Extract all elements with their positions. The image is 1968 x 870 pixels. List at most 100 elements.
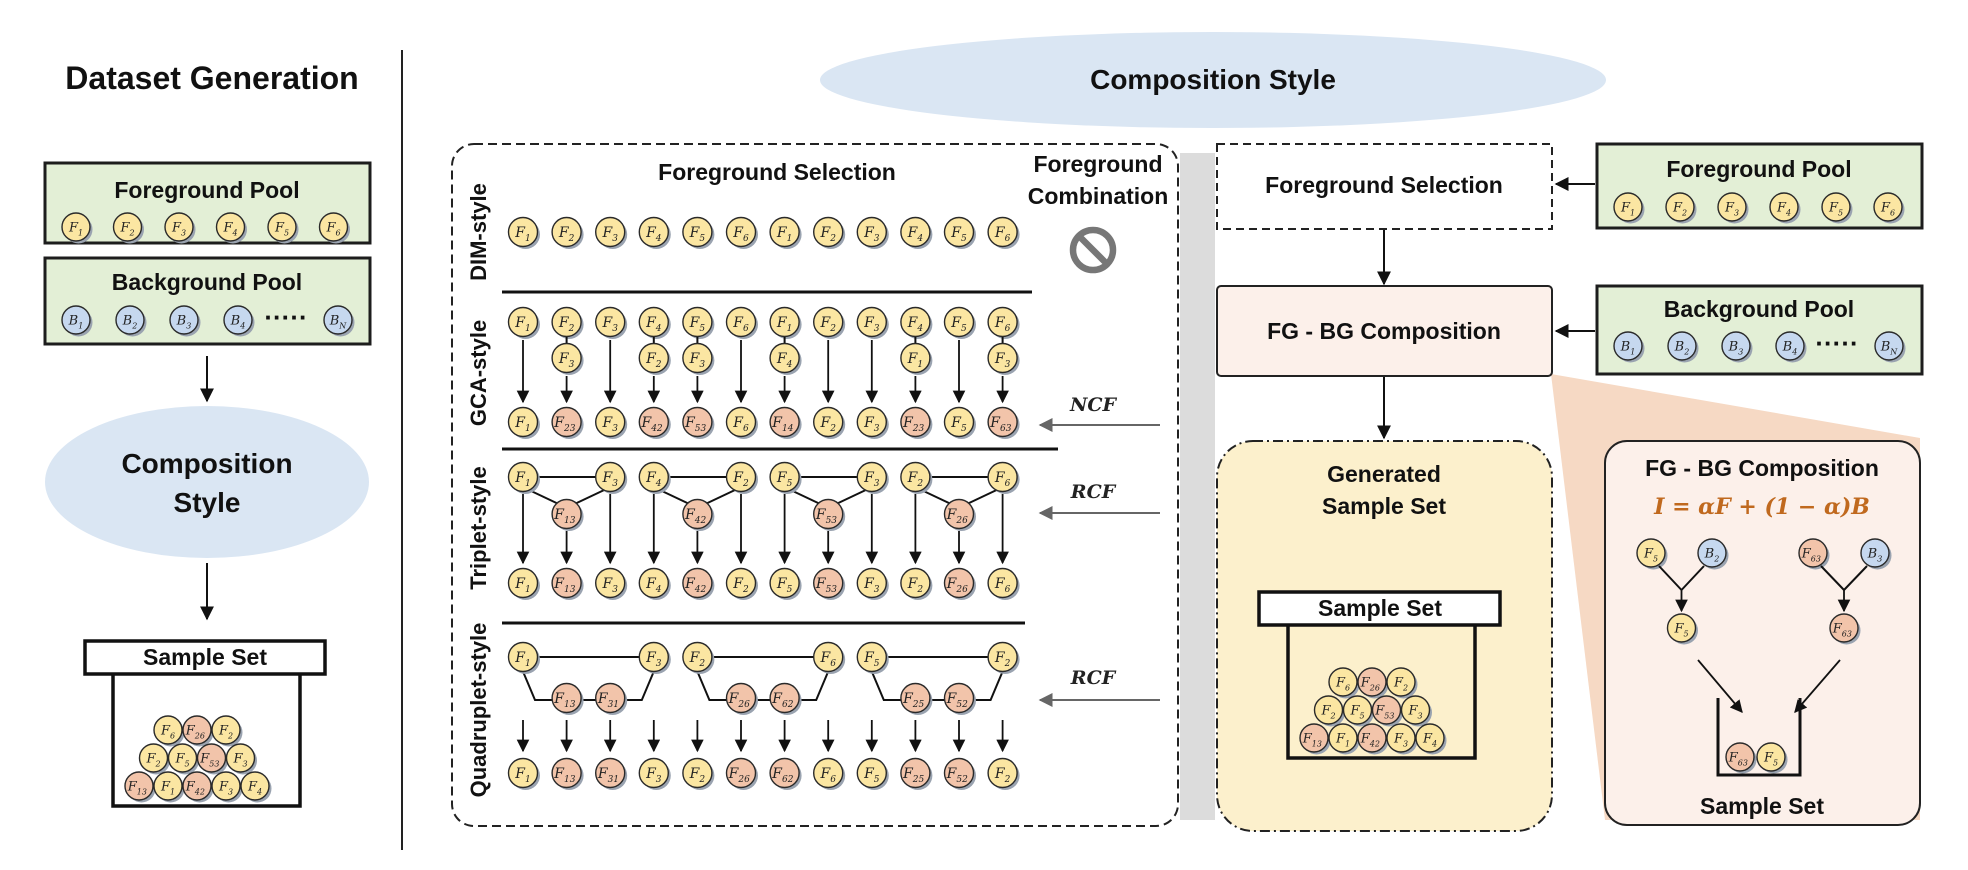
gca-out-chip-f63: F63 xyxy=(987,406,1020,439)
left-background-pool xyxy=(43,256,372,346)
quad-out-chip-f5: F5 xyxy=(856,757,889,790)
left-bin-chip-f2: F2 xyxy=(211,715,243,747)
gca-style-label: GCA-style xyxy=(466,320,491,426)
fgbg-composition-label: FG - BG Composition xyxy=(1267,318,1501,344)
rcf-label-triplet: RCF xyxy=(1070,481,1117,503)
quad-out-chip-f1: F1 xyxy=(507,757,540,790)
left-bin-chip-f53: F53 xyxy=(196,743,228,775)
foreground-selection-box-label: Foreground Selection xyxy=(1265,172,1503,198)
right-fg-chip-f3: F3 xyxy=(1717,192,1749,224)
gca-out-chip-f3: F3 xyxy=(856,406,889,439)
right-fg-chip-f4: F4 xyxy=(1769,192,1801,224)
detail-left-combo-out-f5: F5 xyxy=(1666,613,1698,645)
dim-chip-f5: F5 xyxy=(943,216,976,249)
triplet-chip-f3: F3 xyxy=(595,461,628,494)
quad-out-chip-f25: F25 xyxy=(900,757,933,790)
quad-out-chip-f2: F2 xyxy=(987,757,1020,790)
left-bin-chip-f26: F26 xyxy=(182,715,214,747)
generated-sample-set-header xyxy=(1257,590,1502,627)
triplet-link xyxy=(920,489,952,505)
left-bin-chip-f42: F42 xyxy=(182,771,214,803)
left-background-pool-label: Background Pool xyxy=(112,269,302,295)
quad-comb-chip-f52: F52 xyxy=(943,682,976,715)
triplet-link xyxy=(790,489,821,505)
quad-comb-chip-f26: F26 xyxy=(725,682,758,715)
triplet-link xyxy=(704,489,736,505)
middle-zoom-connector xyxy=(1180,153,1215,820)
gca-top-chip-f4: F4 xyxy=(638,306,671,339)
left-bin-chip-f6: F6 xyxy=(153,715,185,747)
triplet-out-chip-f42: F42 xyxy=(682,567,715,600)
gca-out-chip-f42: F42 xyxy=(638,406,671,439)
left-composition-style-line1: Composition xyxy=(121,448,292,479)
quad-comb-chip-f13: F13 xyxy=(551,682,584,715)
quad-out-chip-f6: F6 xyxy=(813,757,846,790)
quadruplet-style-label: Quadruplet-style xyxy=(466,623,491,798)
quad-chip-f2: F2 xyxy=(987,641,1020,674)
gca-out-chip-f1: F1 xyxy=(507,406,540,439)
left-composition-style-ellipse xyxy=(45,406,369,558)
fgbg-detail-box xyxy=(1604,440,1921,826)
left-fg-chip-f5: F5 xyxy=(267,212,299,244)
triplet-out-chip-f4: F4 xyxy=(638,567,671,600)
quad-comb-chip-f25: F25 xyxy=(900,682,933,715)
right-fg-chip-f6: F6 xyxy=(1873,192,1905,224)
foreground-combination-heading-line2: Combination xyxy=(1028,183,1169,209)
left-fg-chip-f1: F1 xyxy=(61,212,93,244)
right-foreground-pool-label: Foreground Pool xyxy=(1666,156,1851,182)
triplet-chip-f2: F2 xyxy=(725,461,758,494)
ncf-label: NCF xyxy=(1069,394,1117,416)
left-bin-chip-f4: F4 xyxy=(240,771,272,803)
gca-second-chip-f3: F3 xyxy=(682,342,715,375)
left-fg-chip-f6: F6 xyxy=(318,212,350,244)
right-bg-chip-b2: B2 xyxy=(1667,331,1699,363)
generated-bin-chip-f1: F1 xyxy=(1328,723,1360,755)
left-bg-chip-bn: BN xyxy=(323,305,355,337)
gca-out-chip-f53: F53 xyxy=(682,406,715,439)
triplet-out-chip-f5: F5 xyxy=(769,567,802,600)
quad-out-chip-f62: F62 xyxy=(769,757,802,790)
left-bg-chip-b3: B3 xyxy=(169,305,201,337)
dim-chip-f1: F1 xyxy=(769,216,802,249)
quad-chip-f5: F5 xyxy=(856,641,889,674)
foreground-selection-box xyxy=(1216,143,1553,230)
generated-bin-chip-f6: F6 xyxy=(1328,667,1360,699)
left-title: Dataset Generation xyxy=(65,60,358,96)
generated-bin-chip-f5: F5 xyxy=(1342,695,1374,727)
left-foreground-pool-label: Foreground Pool xyxy=(114,177,299,203)
gca-out-chip-f23: F23 xyxy=(551,406,584,439)
left-fg-chip-f3: F3 xyxy=(164,212,196,244)
gca-second-chip-f3: F3 xyxy=(551,342,584,375)
gca-second-chip-f3: F3 xyxy=(987,342,1020,375)
detail-left-combo-merge xyxy=(1658,565,1683,591)
gca-top-chip-f3: F3 xyxy=(856,306,889,339)
left-bg-chip-b1: B1 xyxy=(61,305,93,337)
gca-top-chip-f2: F2 xyxy=(813,306,846,339)
left-bg-chip-b4: B4 xyxy=(223,305,255,337)
triplet-out-chip-f2: F2 xyxy=(725,567,758,600)
foreground-selection-heading: Foreground Selection xyxy=(658,159,896,185)
triplet-out-chip-f13: F13 xyxy=(551,567,584,600)
triplet-link xyxy=(966,489,998,505)
triplet-out-chip-f6: F6 xyxy=(987,567,1020,600)
generated-bin-chip-f53: F53 xyxy=(1371,695,1403,727)
detail-right-combo-fg-f63: F63 xyxy=(1798,538,1830,570)
detail-arrow-to-bin xyxy=(1697,659,1743,713)
gca-out-chip-f23: F23 xyxy=(900,406,933,439)
detail-left-combo-bg-b2: B2 xyxy=(1697,538,1729,570)
quad-bracket xyxy=(696,671,830,701)
fgbg-detail-title: FG - BG Composition xyxy=(1645,455,1879,481)
detail-sample-set-bin xyxy=(1716,698,1802,777)
triplet-comb-chip-f26: F26 xyxy=(943,498,976,531)
gca-top-chip-f2: F2 xyxy=(551,306,584,339)
fgbg-composition-box xyxy=(1216,285,1553,377)
left-bin-chip-f2: F2 xyxy=(138,743,170,775)
gca-top-chip-f4: F4 xyxy=(900,306,933,339)
detail-bin-chip-f63: F63 xyxy=(1725,742,1757,774)
generated-bin-chip-f13: F13 xyxy=(1299,723,1331,755)
quad-out-chip-f31: F31 xyxy=(595,757,628,790)
left-fg-chip-f4: F4 xyxy=(215,212,247,244)
